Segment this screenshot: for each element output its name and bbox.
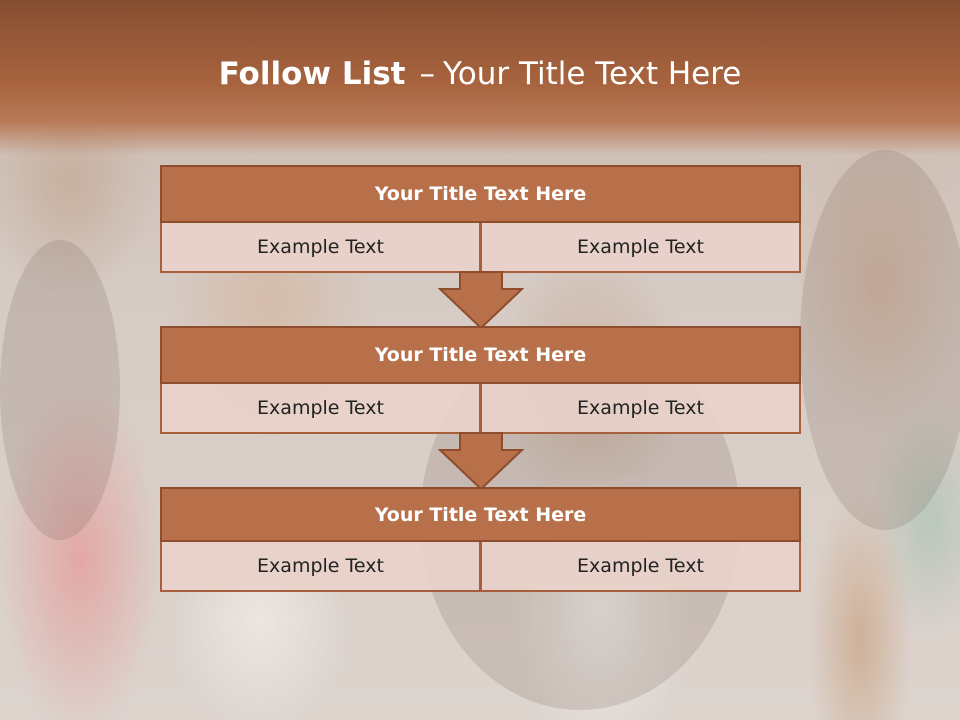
block-title: Your Title Text Here <box>160 326 801 384</box>
block-title: Your Title Text Here <box>160 487 801 542</box>
header-band <box>0 0 960 155</box>
list-block-2: Your Title Text Here Example Text Exampl… <box>160 326 801 434</box>
hair-shape-left <box>0 240 120 540</box>
block-cell-left: Example Text <box>160 223 481 273</box>
down-arrow-icon <box>438 432 524 490</box>
page-title: Follow List–Your Title Text Here <box>0 56 960 92</box>
down-arrow-icon <box>438 271 524 329</box>
list-block-3: Your Title Text Here Example Text Exampl… <box>160 487 801 592</box>
block-cell-right: Example Text <box>481 542 801 592</box>
block-cell-right: Example Text <box>481 223 801 273</box>
block-row: Example Text Example Text <box>160 384 801 434</box>
block-row: Example Text Example Text <box>160 223 801 273</box>
list-block-1: Your Title Text Here Example Text Exampl… <box>160 165 801 273</box>
title-rest: Your Title Text Here <box>442 56 742 92</box>
block-cell-left: Example Text <box>160 542 481 592</box>
block-row: Example Text Example Text <box>160 542 801 592</box>
hair-shape-right <box>800 150 960 530</box>
title-bold: Follow List <box>218 56 406 92</box>
block-cell-right: Example Text <box>481 384 801 434</box>
block-title: Your Title Text Here <box>160 165 801 223</box>
title-dash: – <box>419 56 435 92</box>
block-cell-left: Example Text <box>160 384 481 434</box>
